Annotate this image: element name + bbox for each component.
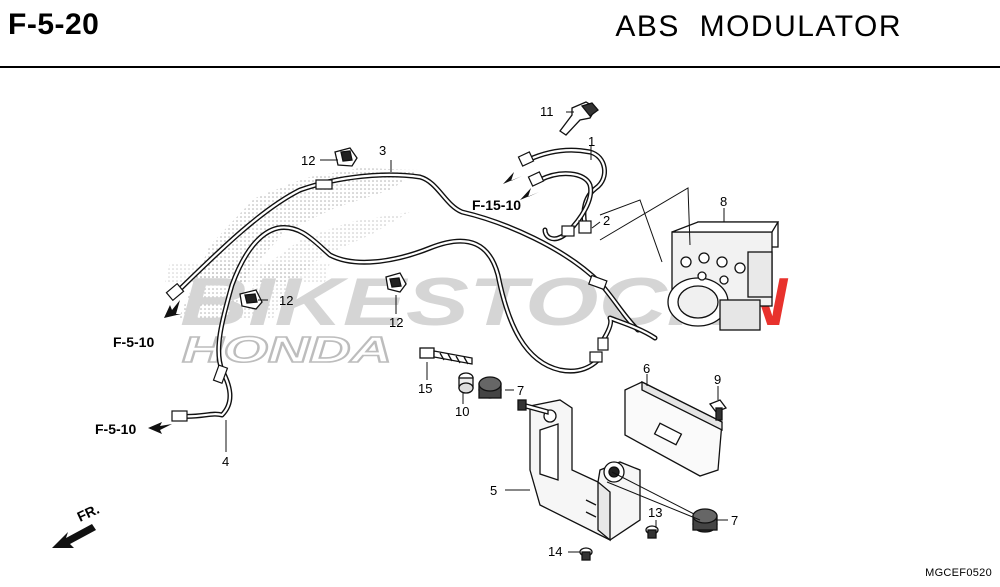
- fr-label: FR.: [75, 501, 102, 525]
- ref-f510-lower: F-5-10: [95, 421, 136, 437]
- callout-11: 11: [540, 104, 554, 119]
- callout-3: 3: [379, 143, 386, 158]
- watermark-brand: BIKESTOCK: [180, 264, 742, 340]
- fitting-top-1: [517, 151, 535, 167]
- watermark-make: HONDA: [182, 329, 392, 370]
- header-divider: [0, 66, 1000, 68]
- fitting-right: [597, 337, 609, 351]
- callout-1: 1: [588, 134, 595, 149]
- part-6-cover: [624, 380, 723, 477]
- callout-12-center: 12: [389, 315, 403, 330]
- collar-10: [458, 372, 474, 394]
- diagram-code: MGCEF0520: [925, 567, 992, 579]
- bolt-9: [708, 399, 728, 421]
- ref-arrows: [148, 172, 539, 434]
- pipe-sleeve-c: [315, 179, 333, 190]
- fitting-2a: [578, 220, 592, 234]
- callout-10: 10: [455, 404, 469, 419]
- fitting-top-2: [527, 171, 545, 187]
- part-11-bracket: [559, 101, 599, 136]
- callout-7-lower: 7: [731, 513, 738, 528]
- callout-9: 9: [714, 372, 721, 387]
- callout-6: 6: [643, 361, 650, 376]
- fr-direction-arrow: FR.: [52, 501, 102, 548]
- callout-5: 5: [490, 483, 497, 498]
- fitting-lower-left: [171, 410, 188, 422]
- callout-14: 14: [548, 544, 562, 559]
- callout-4: 4: [222, 454, 229, 469]
- callout-12-mid: 12: [279, 293, 293, 308]
- ref-f1510: F-15-10: [472, 197, 521, 213]
- callout-8: 8: [720, 194, 727, 209]
- grommet-7-upper: [478, 376, 502, 399]
- clip-12-mid: [239, 289, 263, 310]
- grommet-7-lower: [692, 508, 718, 533]
- callout-15: 15: [418, 381, 432, 396]
- ref-f510-upper: F-5-10: [113, 334, 154, 350]
- abs-modulator-unit: [667, 221, 780, 331]
- callout-2: 2: [603, 213, 610, 228]
- pipe-sleeve-b: [212, 364, 229, 384]
- pipe-fittings: [165, 151, 609, 422]
- fitting-upper-left: [165, 282, 185, 302]
- brake-pipe-1: [525, 147, 607, 228]
- callout-13: 13: [648, 505, 662, 520]
- callout-12-top: 12: [301, 153, 315, 168]
- leader-lines: [225, 111, 728, 553]
- bolt-bracket: [517, 399, 549, 415]
- fitting-2b: [561, 225, 575, 237]
- pipe-clips: [239, 147, 407, 310]
- pipe-sleeve-a: [588, 274, 608, 291]
- clip-12-top: [334, 147, 358, 167]
- bolt-15: [419, 347, 473, 365]
- clip-12-center: [385, 272, 407, 293]
- page-code: F-5-20: [8, 8, 100, 41]
- fasteners: [419, 347, 728, 561]
- bolt-13: [645, 525, 659, 539]
- page-title: ABS MODULATOR: [615, 10, 902, 43]
- bolt-14: [579, 547, 593, 561]
- fitting-lower-right: [589, 351, 603, 363]
- part-5-bracket: [529, 399, 641, 542]
- callout-7-upper: 7: [517, 383, 524, 398]
